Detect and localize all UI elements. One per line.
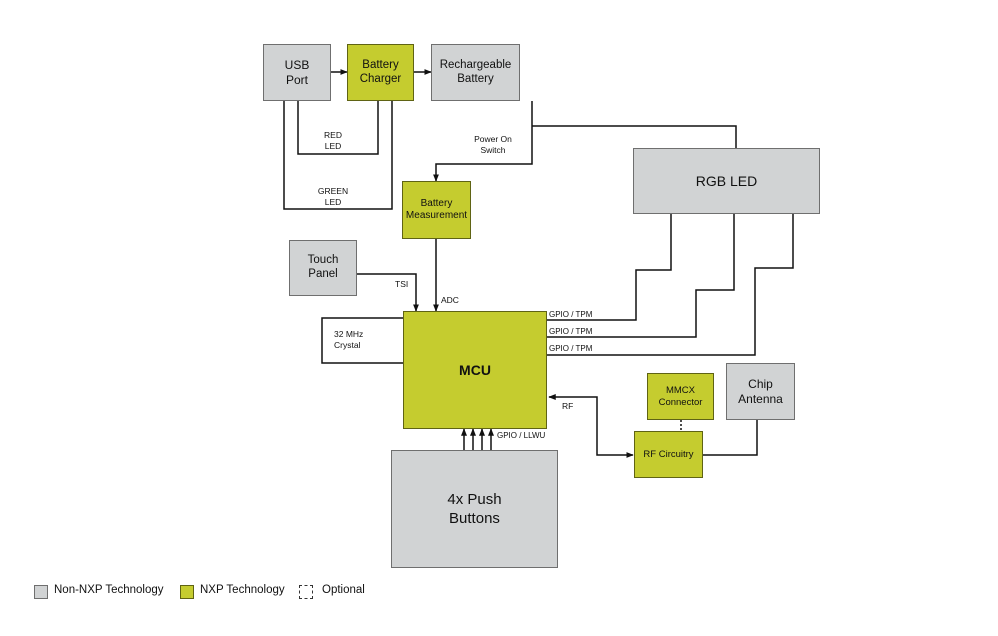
battery-charger-block: Battery Charger xyxy=(347,44,414,101)
battery-measurement-block: Battery Measurement xyxy=(402,181,471,239)
green-led-label: GREEN LED xyxy=(317,186,349,208)
rf-circuitry-block: RF Circuitry xyxy=(634,431,703,478)
push-buttons-block: 4x Push Buttons xyxy=(391,450,558,568)
rechargeable-battery-block: Rechargeable Battery xyxy=(431,44,520,101)
rf-label: RF xyxy=(562,401,574,411)
chip-antenna-block: Chip Antenna xyxy=(726,363,795,420)
legend-optional-swatch xyxy=(299,585,313,599)
tsi-label: TSI xyxy=(395,279,409,289)
adc-label: ADC xyxy=(441,295,459,305)
gpio-tpm-label-3: GPIO / TPM xyxy=(549,344,593,353)
rgb-led-block: RGB LED xyxy=(633,148,820,214)
gpio-tpm-label-2: GPIO / TPM xyxy=(549,327,593,336)
gpio-tpm-label-1: GPIO / TPM xyxy=(549,310,593,319)
legend-non-nxp-swatch xyxy=(34,585,48,599)
gpio-llwu-label: GPIO / LLWU xyxy=(497,431,546,440)
power-on-switch-label: Power On Switch xyxy=(474,134,512,156)
red-led-label: RED LED xyxy=(324,130,342,152)
legend-nxp-label: NXP Technology xyxy=(200,584,285,596)
mcu-block: MCU xyxy=(403,311,547,429)
legend-non-nxp-label: Non-NXP Technology xyxy=(54,584,164,596)
crystal-label: 32 MHz Crystal xyxy=(334,329,364,351)
touch-panel-block: Touch Panel xyxy=(289,240,357,296)
mmcx-connector-block: MMCX Connector xyxy=(647,373,714,420)
legend-optional-label: Optional xyxy=(322,584,365,596)
legend-nxp-swatch xyxy=(180,585,194,599)
usb-port-block: USB Port xyxy=(263,44,331,101)
